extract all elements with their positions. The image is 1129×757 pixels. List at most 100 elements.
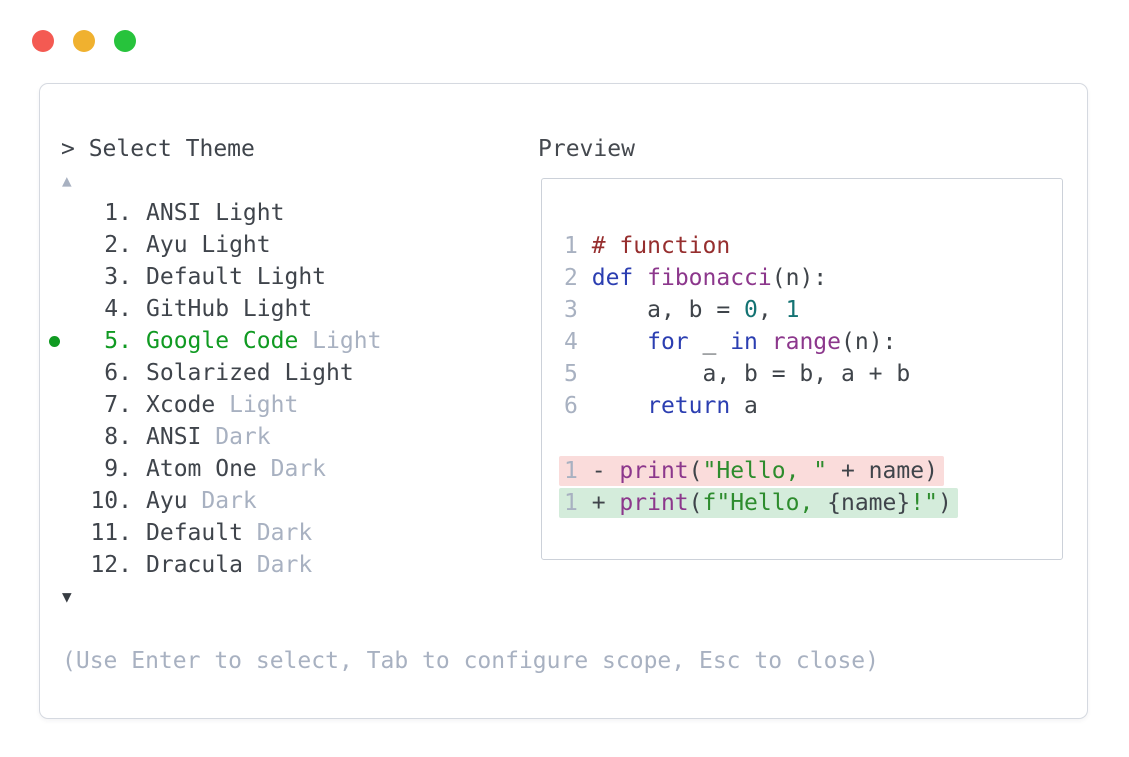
theme-item-12[interactable]: 12.Dracula Dark: [40, 549, 540, 581]
preview-label: Preview: [538, 136, 635, 162]
theme-item-name: Atom One: [146, 456, 257, 482]
theme-item-1[interactable]: 1. ANSI Light: [40, 197, 540, 229]
theme-item-8[interactable]: 8. ANSI Dark: [40, 421, 540, 453]
line-number: 6: [564, 393, 578, 419]
theme-item-7[interactable]: 7.Xcode Light: [40, 389, 540, 421]
code-token-str: f"Hello,: [702, 489, 828, 516]
code-token-pln: [578, 265, 592, 291]
code-token-pln: _: [688, 329, 731, 355]
line-number: 1: [564, 489, 578, 516]
diff-line-added: 1 + print(f"Hello, {name}!"): [559, 486, 1062, 518]
theme-item-number: 4.: [104, 296, 132, 322]
code-token-pln: -: [577, 457, 620, 484]
code-token-pln: [592, 393, 647, 419]
code-token-pln: [578, 361, 592, 387]
theme-item-number: 9.: [104, 456, 132, 482]
theme-item-number: 10.: [90, 488, 132, 514]
line-number: 4: [564, 329, 578, 355]
theme-item-variant-tag: Dark: [256, 456, 327, 482]
code-token-lit: 0: [744, 297, 758, 323]
theme-item-name: Ayu Light: [146, 232, 271, 258]
selected-bullet-icon: [44, 335, 64, 347]
code-token-fn: fibonacci: [647, 265, 772, 291]
theme-item-variant-tag: Dark: [242, 552, 313, 578]
theme-item-5[interactable]: 5.Google Code Light: [40, 325, 540, 357]
theme-item-name: ANSI Light: [146, 200, 285, 226]
code-token-kw: in: [730, 329, 758, 355]
theme-item-number: 1.: [104, 200, 132, 226]
code-token-pln: a: [730, 393, 758, 419]
theme-item-11[interactable]: 11.Default Dark: [40, 517, 540, 549]
line-number: 5: [564, 361, 578, 387]
code-line: 6 return a: [564, 390, 1062, 422]
theme-item-name: Dracula: [146, 552, 243, 578]
code-token-pln: [578, 297, 592, 323]
code-token-pln: ): [937, 489, 952, 516]
code-line: 4 for _ in range(n):: [564, 326, 1062, 358]
line-number: 1: [564, 233, 578, 259]
theme-item-name: Default Light: [146, 264, 327, 290]
code-token-pln: [578, 233, 592, 259]
theme-item-name: Solarized Light: [146, 360, 354, 386]
code-token-lit: 1: [785, 297, 800, 323]
theme-item-name: Google Code: [146, 328, 299, 354]
theme-item-number: 11.: [90, 520, 132, 546]
code-token-pln: (n):: [771, 265, 828, 291]
code-token-fn: print: [619, 457, 689, 484]
theme-item-variant-tag: Light: [215, 392, 299, 418]
code-token-com: # function: [591, 233, 731, 259]
theme-item-9[interactable]: 9. Atom One Dark: [40, 453, 540, 485]
theme-item-6[interactable]: 6.Solarized Light: [40, 357, 540, 389]
code-token-str: "Hello, ": [702, 457, 828, 484]
theme-item-name: Xcode: [146, 392, 216, 418]
code-line: 2 def fibonacci(n):: [564, 262, 1062, 294]
zoom-button[interactable]: [114, 30, 136, 52]
code-token-pln: (n):: [841, 329, 897, 355]
code-token-pln: [592, 329, 647, 355]
selected-dot-icon: [48, 335, 60, 347]
theme-picker-panel: > Select Theme ▲ 1. ANSI Light 2. Ayu Light…: [39, 83, 1088, 719]
theme-item-variant-tag: Light: [298, 328, 382, 354]
blank-line: [564, 422, 1062, 454]
theme-item-3[interactable]: 3. Default Light: [40, 261, 540, 293]
close-button[interactable]: [32, 30, 54, 52]
code-token-pln: (: [688, 457, 703, 484]
diff-line-removed: 1 - print("Hello, " + name): [559, 454, 1062, 486]
theme-item-number: 3.: [104, 264, 132, 290]
code-token-pln: [758, 329, 772, 355]
code-token-pln: +: [577, 489, 620, 516]
theme-item-10[interactable]: 10.Ayu Dark: [40, 485, 540, 517]
picker-prompt: > Select Theme: [61, 133, 255, 165]
code-token-pln: [578, 329, 592, 355]
theme-item-name: GitHub Light: [146, 296, 313, 322]
code-token-fn: print: [619, 489, 689, 516]
theme-item-number: 8.: [104, 424, 132, 450]
code-token-pln: + name): [827, 457, 938, 484]
theme-item-variant-tag: Dark: [187, 488, 257, 514]
line-number: 3: [564, 297, 578, 323]
code-token-fn: range: [771, 329, 842, 355]
theme-item-name: ANSI: [146, 424, 202, 450]
code-line: 5 a, b = b, a + b: [564, 358, 1062, 390]
theme-item-number: 2.: [104, 232, 132, 258]
theme-item-2[interactable]: 2. Ayu Light: [40, 229, 540, 261]
scroll-down-icon[interactable]: ▼: [62, 587, 72, 606]
code-token-pln: a, b = b, a + b: [591, 361, 911, 387]
minimize-button[interactable]: [73, 30, 95, 52]
code-line: 3 a, b = 0, 1: [564, 294, 1062, 326]
code-token-str: !": [910, 489, 938, 516]
picker-title: Select Theme: [88, 136, 255, 162]
theme-item-variant-tag: Dark: [201, 424, 271, 450]
code-token-pln: [578, 393, 592, 419]
theme-item-4[interactable]: 4. GitHub Light: [40, 293, 540, 325]
diff-added-highlight: 1 + print(f"Hello, {name}!"): [559, 487, 958, 518]
line-number: 1: [564, 457, 578, 484]
theme-item-name: Default: [146, 520, 243, 546]
code-line: 1 # function: [564, 230, 1062, 262]
theme-list: 1. ANSI Light 2. Ayu Light 3. Default Light 4.…: [40, 197, 540, 581]
scroll-up-icon[interactable]: ▲: [62, 171, 72, 190]
code-token-kw: for: [647, 329, 689, 355]
code-token-pln: ,: [757, 297, 786, 323]
code-token-kw: def: [591, 265, 634, 291]
